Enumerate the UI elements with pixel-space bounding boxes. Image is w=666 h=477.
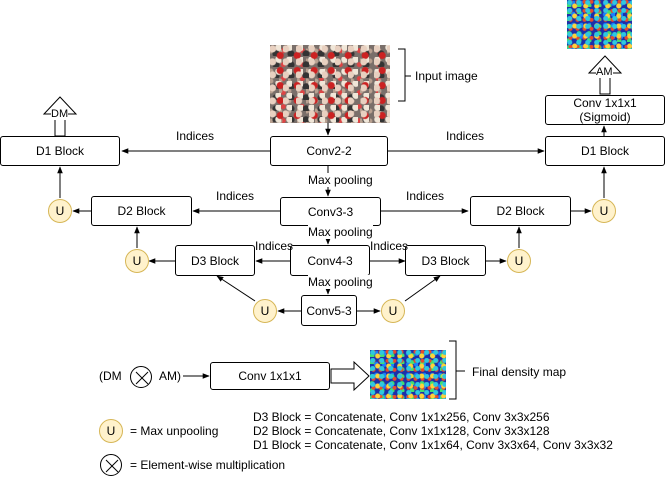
multiply-symbol-icon: [130, 366, 152, 388]
sigmoid-activation-label: (Sigmoid): [579, 110, 631, 124]
conv4-3-label: Conv4-3: [307, 253, 353, 268]
formula-dm-label: (DM: [99, 369, 122, 383]
conv2-2-label: Conv2-2: [306, 144, 352, 158]
conv3-3-label: Conv3-3: [307, 204, 354, 219]
unpool-node-d2-right: U: [507, 249, 531, 273]
conv2-2-box: Conv2-2: [270, 136, 388, 166]
indices-label-conv4-left: Indices: [255, 239, 294, 253]
final-density-map-image: [370, 350, 446, 399]
d1-block-right: D1 Block: [545, 136, 665, 166]
legend-multiply-text: = Element-wise multiplication: [130, 458, 286, 472]
sigmoid-conv-box: Conv 1x1x1 (Sigmoid): [545, 95, 665, 125]
indices-label-conv2-right: Indices: [446, 129, 485, 143]
d1-block-left: D1 Block: [0, 136, 120, 166]
d3-block-left-label: D3 Block: [190, 253, 240, 268]
input-image-label: Input image: [415, 69, 478, 83]
d3-block-left: D3 Block: [175, 245, 255, 276]
unpool-node-d3-left: U: [253, 299, 277, 323]
d3-block-right: D3 Block: [405, 245, 486, 276]
final-conv-label: Conv 1x1x1: [238, 369, 302, 383]
max-pooling-label-2: Max pooling: [308, 225, 373, 239]
d2-block-definition: D2 Block = Concatenate, Conv 1x1x128, Co…: [253, 424, 550, 438]
d2-block-left-label: D2 Block: [117, 204, 166, 218]
legend-unpool-icon: U: [99, 419, 123, 443]
conv5-3-label: Conv5-3: [306, 303, 352, 318]
d2-block-right-label: D2 Block: [496, 204, 545, 218]
indices-label-conv3-left: Indices: [216, 189, 255, 203]
d3-block-right-label: D3 Block: [421, 253, 470, 268]
unpool-node-d1-right: U: [592, 199, 616, 223]
unpool-node-d2-left: U: [125, 249, 149, 273]
conv5-3-box: Conv5-3: [301, 295, 357, 326]
legend-unpool-text: = Max unpooling: [130, 424, 219, 438]
am-output-label: AM: [596, 66, 613, 78]
attention-map-image: [567, 0, 632, 49]
conv4-3-box: Conv4-3: [290, 245, 370, 276]
unpool-node-d3-right: U: [381, 299, 405, 323]
max-pooling-label-3: Max pooling: [308, 275, 373, 289]
d2-block-left: D2 Block: [91, 196, 192, 226]
final-density-map-label: Final density map: [472, 365, 567, 379]
d2-block-right: D2 Block: [470, 196, 571, 226]
unpool-node-d1-left: U: [48, 199, 72, 223]
legend-multiply-icon: [100, 454, 122, 476]
conv3-3-box: Conv3-3: [280, 197, 381, 226]
final-conv-box: Conv 1x1x1: [210, 362, 330, 390]
input-image: [270, 45, 390, 123]
sigmoid-conv-label: Conv 1x1x1: [573, 96, 637, 110]
d1-block-right-label: D1 Block: [580, 144, 630, 158]
indices-label-conv4-right: Indices: [370, 239, 409, 253]
d1-block-left-label: D1 Block: [35, 144, 85, 158]
d3-block-definition: D3 Block = Concatenate, Conv 1x1x256, Co…: [253, 410, 550, 424]
dm-output-label: DM: [51, 108, 69, 120]
formula-am-label: AM): [159, 369, 181, 383]
indices-label-conv2-left: Indices: [176, 129, 215, 143]
max-pooling-label-1: Max pooling: [308, 173, 373, 187]
d1-block-definition: D1 Block = Concatenate, Conv 1x1x64, Con…: [253, 438, 613, 452]
indices-label-conv3-right: Indices: [406, 189, 445, 203]
